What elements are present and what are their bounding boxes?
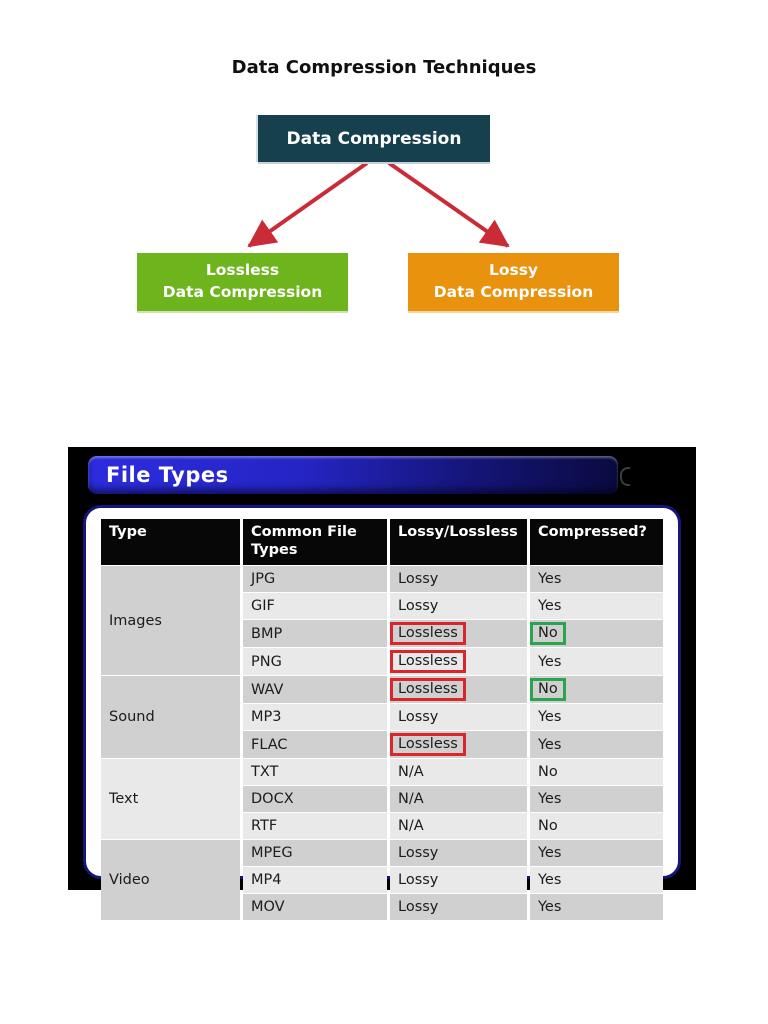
method-cell: Lossy: [390, 840, 527, 866]
table-row: Images JPG Lossy Yes: [101, 566, 663, 675]
type-group-images: Images: [101, 566, 240, 675]
compressed-cell: No: [530, 813, 663, 839]
table-row: MOV Lossy Yes: [101, 894, 663, 920]
file-cell: MP4: [243, 867, 387, 893]
compressed-cell: No: [530, 620, 663, 647]
file-cell: MOV: [243, 894, 387, 920]
red-highlight-box: Lossless: [390, 733, 466, 756]
file-cell: MPEG: [243, 840, 387, 866]
table-row: FLAC Lossless Yes: [101, 731, 663, 758]
lossless-line2: Data Compression: [162, 283, 323, 301]
file-cell: PNG: [243, 648, 387, 675]
diagram-arrows: [247, 161, 510, 248]
table-row: BMP Lossless No: [101, 620, 663, 647]
method-cell: Lossy: [390, 894, 527, 920]
table-row: RTF N/A No: [101, 813, 663, 839]
file-types-card: Type Common File Types Lossy/Lossless Co…: [83, 505, 681, 920]
file-types-header-bar: File Types: [88, 456, 618, 494]
data-compression-node: Data Compression: [258, 115, 490, 162]
table-row: Sound WAV Lossless No: [101, 676, 663, 758]
compressed-cell: Yes: [530, 894, 663, 920]
compressed-cell: Yes: [530, 593, 663, 619]
file-cell: DOCX: [243, 786, 387, 812]
compressed-cell: Yes: [530, 648, 663, 675]
file-cell: FLAC: [243, 731, 387, 758]
method-cell: Lossless: [390, 620, 527, 647]
file-cell: BMP: [243, 620, 387, 647]
lossless-line1: Lossless: [205, 261, 280, 280]
method-cell: N/A: [390, 813, 527, 839]
table-row: DOCX N/A Yes: [101, 786, 663, 812]
col-compressed: Compressed?: [530, 519, 663, 565]
compressed-cell: Yes: [530, 840, 663, 866]
decorative-curve: [620, 467, 630, 486]
method-cell: Lossless: [390, 648, 527, 675]
compressed-cell: Yes: [530, 704, 663, 730]
page-title: Data Compression Techniques: [231, 57, 537, 78]
method-cell: N/A: [390, 759, 527, 785]
green-highlight-box: No: [530, 622, 566, 645]
red-highlight-box: Lossless: [390, 678, 466, 701]
method-cell: Lossy: [390, 566, 527, 592]
file-types-panel: File Types Type Common File Types Lossy/…: [68, 447, 696, 920]
lossy-line2: Data Compression: [433, 283, 594, 301]
method-cell: Lossy: [390, 593, 527, 619]
file-types-table: Type Common File Types Lossy/Lossless Co…: [98, 518, 666, 921]
method-cell: Lossless: [390, 731, 527, 758]
table-row: MP4 Lossy Yes: [101, 867, 663, 893]
method-cell: Lossy: [390, 704, 527, 730]
lossless-node: Lossless Data Compression: [137, 253, 348, 311]
method-cell: N/A: [390, 786, 527, 812]
red-highlight-box: Lossless: [390, 650, 466, 673]
col-type: Type: [101, 519, 240, 565]
table-row: GIF Lossy Yes: [101, 593, 663, 619]
lossy-line1: Lossy: [488, 261, 539, 280]
green-highlight-box: No: [530, 678, 566, 701]
method-cell: Lossless: [390, 676, 527, 703]
table-row: Text TXT N/A No: [101, 759, 663, 839]
col-lossy-lossless: Lossy/Lossless: [390, 519, 527, 565]
compressed-cell: Yes: [530, 566, 663, 592]
table-row: Video MPEG Lossy Yes: [101, 840, 663, 920]
compressed-cell: Yes: [530, 867, 663, 893]
type-group-video: Video: [101, 840, 240, 920]
compressed-cell: No: [530, 676, 663, 703]
table-header-row: Type Common File Types Lossy/Lossless Co…: [101, 519, 663, 565]
file-cell: RTF: [243, 813, 387, 839]
file-cell: GIF: [243, 593, 387, 619]
compressed-cell: Yes: [530, 731, 663, 758]
compressed-cell: No: [530, 759, 663, 785]
table-row: PNG Lossless Yes: [101, 648, 663, 675]
table-row: MP3 Lossy Yes: [101, 704, 663, 730]
file-cell: WAV: [243, 676, 387, 703]
file-cell: TXT: [243, 759, 387, 785]
type-group-sound: Sound: [101, 676, 240, 758]
type-group-text: Text: [101, 759, 240, 839]
compressed-cell: Yes: [530, 786, 663, 812]
compression-diagram: Data Compression Lossless Data Compressi…: [0, 0, 768, 340]
lossy-node: Lossy Data Compression: [408, 253, 619, 311]
file-cell: MP3: [243, 704, 387, 730]
col-common-file-types: Common File Types: [243, 519, 387, 565]
red-highlight-box: Lossless: [390, 622, 466, 645]
file-cell: JPG: [243, 566, 387, 592]
method-cell: Lossy: [390, 867, 527, 893]
